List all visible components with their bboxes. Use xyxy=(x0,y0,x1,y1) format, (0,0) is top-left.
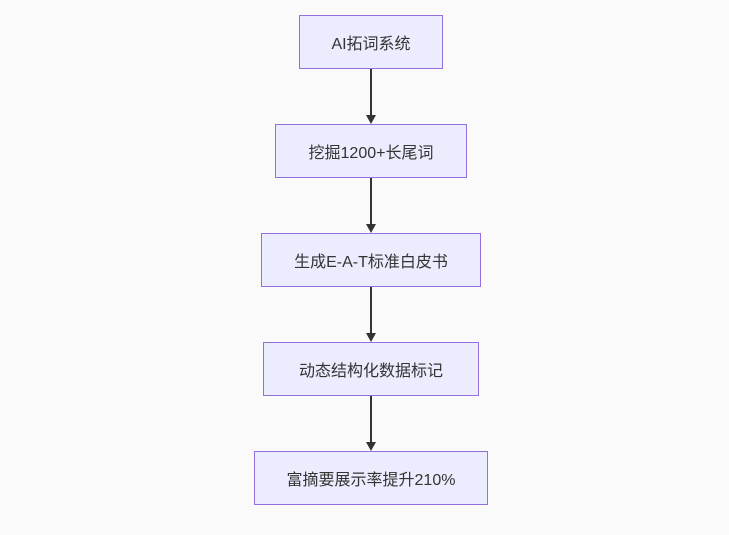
flow-node-eat-whitepaper: 生成E-A-T标准白皮书 xyxy=(261,233,481,287)
flow-node-longtail-mining: 挖掘1200+长尾词 xyxy=(275,124,467,178)
flow-edge-4 xyxy=(365,396,377,451)
edge-line xyxy=(370,287,372,334)
arrowhead-down-icon xyxy=(366,333,376,342)
flow-node-label: AI拓词系统 xyxy=(331,36,411,53)
flow-node-label: 动态结构化数据标记 xyxy=(298,363,443,380)
flow-node-label: 富摘要展示率提升210% xyxy=(286,472,456,489)
edge-line xyxy=(370,69,372,116)
edge-line xyxy=(370,178,372,225)
arrowhead-down-icon xyxy=(366,115,376,124)
flow-edge-2 xyxy=(365,178,377,233)
flow-node-ai-keyword-system: AI拓词系统 xyxy=(299,15,443,69)
arrowhead-down-icon xyxy=(366,224,376,233)
flow-edge-1 xyxy=(365,69,377,124)
arrowhead-down-icon xyxy=(366,442,376,451)
flow-edge-3 xyxy=(365,287,377,342)
flow-node-label: 挖掘1200+长尾词 xyxy=(308,145,434,162)
flow-node-rich-snippet-rate: 富摘要展示率提升210% xyxy=(254,451,488,505)
flow-node-structured-data-markup: 动态结构化数据标记 xyxy=(263,342,479,396)
edge-line xyxy=(370,396,372,443)
flow-node-label: 生成E-A-T标准白皮书 xyxy=(294,254,448,271)
